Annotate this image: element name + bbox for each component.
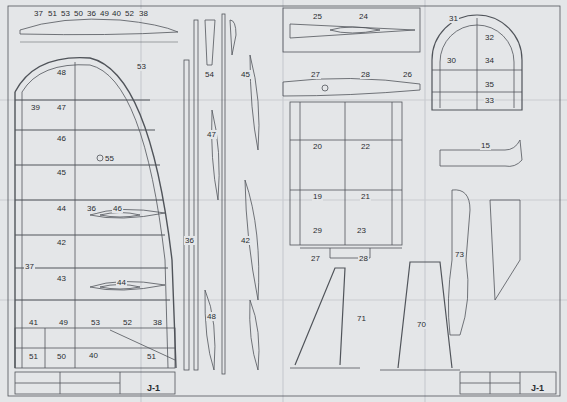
- callout-number: 36: [86, 204, 97, 213]
- callout-number: 55: [104, 154, 115, 163]
- callout-number: 35: [484, 80, 495, 89]
- callout-number: 34: [484, 56, 495, 65]
- callout-number: 54: [204, 70, 215, 79]
- callout-number: 51: [28, 352, 39, 361]
- callout-number: 27: [310, 70, 321, 79]
- callout-number: 46: [56, 134, 67, 143]
- callout-number: 43: [56, 274, 67, 283]
- callout-number: 33: [484, 96, 495, 105]
- callout-number: 39: [30, 103, 41, 112]
- callout-number: 45: [56, 168, 67, 177]
- callout-number: 40: [111, 9, 122, 18]
- callout-number: 52: [122, 318, 133, 327]
- callout-number: 36: [184, 236, 195, 245]
- callout-number: 22: [360, 142, 371, 151]
- callout-number: 28: [360, 70, 371, 79]
- callout-number: 48: [56, 68, 67, 77]
- callout-number: 37: [33, 9, 44, 18]
- callout-number: 42: [56, 238, 67, 247]
- callout-number: 47: [206, 130, 217, 139]
- callout-number: 49: [99, 9, 110, 18]
- callout-number: 44: [56, 204, 67, 213]
- callout-number: 20: [312, 142, 323, 151]
- callout-number: 25: [312, 12, 323, 21]
- callout-number: 49: [58, 318, 69, 327]
- callout-number: 51: [47, 9, 58, 18]
- callout-number: 15: [480, 141, 491, 150]
- callout-number: 30: [446, 56, 457, 65]
- callout-number: 29: [312, 226, 323, 235]
- callout-number: 32: [484, 33, 495, 42]
- callout-number: 50: [56, 352, 67, 361]
- callout-number: 42: [240, 236, 251, 245]
- callout-number: 52: [124, 9, 135, 18]
- callout-number: 53: [136, 62, 147, 71]
- callout-number: 26: [402, 70, 413, 79]
- callout-number: 40: [88, 351, 99, 360]
- callout-number: 19: [312, 192, 323, 201]
- callout-number: 24: [358, 12, 369, 21]
- sheet-number: J-1: [146, 384, 161, 393]
- callout-number: 36: [86, 9, 97, 18]
- callout-number: 23: [356, 226, 367, 235]
- callout-number: 21: [360, 192, 371, 201]
- callout-number: 31: [448, 14, 459, 23]
- sheet-number: J-1: [530, 384, 545, 393]
- callout-number: 51: [146, 352, 157, 361]
- callout-number: 45: [240, 70, 251, 79]
- callout-number: 53: [90, 318, 101, 327]
- callout-number: 41: [28, 318, 39, 327]
- callout-number: 27: [310, 254, 321, 263]
- callout-number: 47: [56, 103, 67, 112]
- callout-number: 73: [454, 250, 465, 259]
- callout-number: 44: [116, 278, 127, 287]
- callout-number: 71: [356, 314, 367, 323]
- callout-number: 37: [24, 262, 35, 271]
- callout-number: 53: [60, 9, 71, 18]
- callout-number: 28: [358, 254, 369, 263]
- callout-number: 38: [152, 318, 163, 327]
- callout-number: 38: [138, 9, 149, 18]
- callout-number: 50: [73, 9, 84, 18]
- callout-number: 46: [112, 204, 123, 213]
- callout-number: 48: [206, 312, 217, 321]
- callout-number: 70: [416, 320, 427, 329]
